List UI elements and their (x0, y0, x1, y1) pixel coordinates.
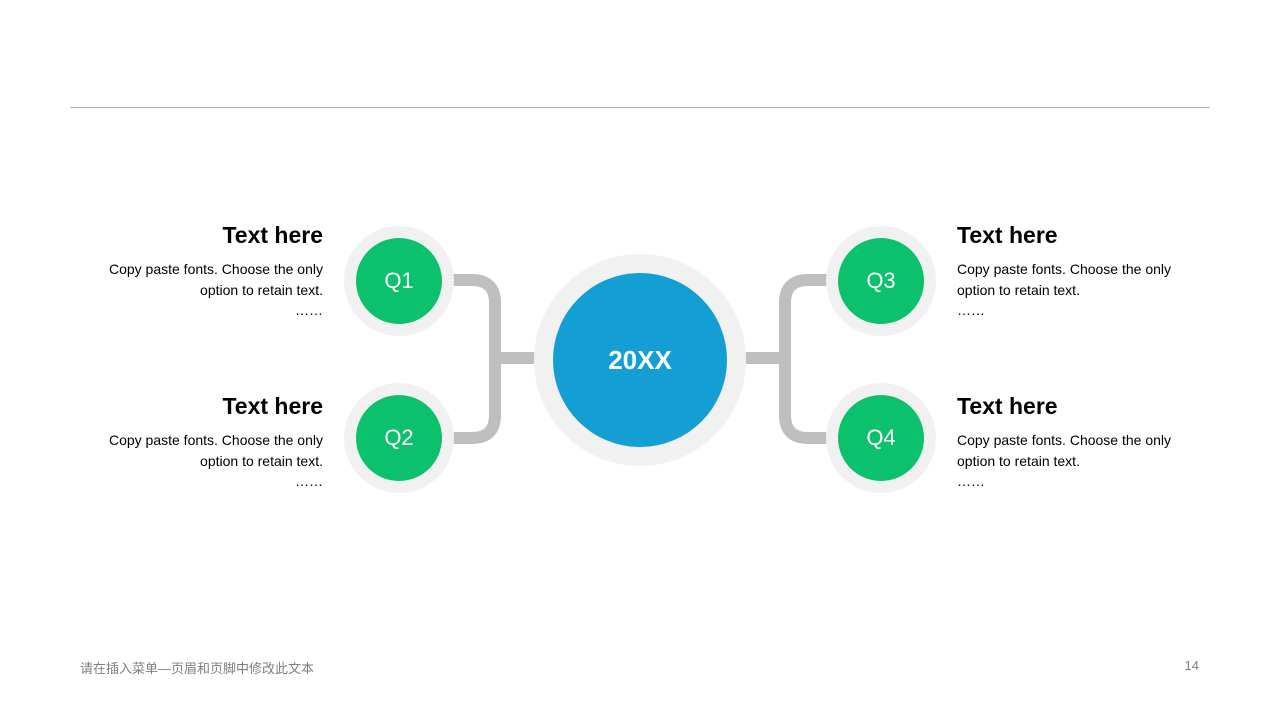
q1-heading: Text here (222, 222, 323, 248)
q4-body-line1: Copy paste fonts. Choose the only (957, 432, 1172, 448)
q2-node: Q2 (356, 395, 442, 481)
q1-node: Q1 (356, 238, 442, 324)
page-number: 14 (1184, 658, 1199, 673)
q4-body-line2: option to retain text. (957, 453, 1080, 469)
q1-node-label: Q1 (384, 268, 414, 293)
q4-heading: Text here (957, 393, 1058, 419)
q3-text-block: Text here Copy paste fonts. Choose the o… (957, 221, 1197, 317)
footer-text: 请在插入菜单—页眉和页脚中修改此文本 (80, 661, 315, 676)
q4-node-label: Q4 (866, 425, 896, 450)
connector-q2 (453, 358, 501, 444)
connector-q4 (779, 358, 827, 444)
q3-node-label: Q3 (866, 268, 896, 293)
q2-text-block: Text here Copy paste fonts. Choose the o… (83, 392, 323, 488)
center-node: 20XX (553, 273, 727, 447)
q4-ellipsis: …… (957, 473, 985, 489)
connector-q1 (453, 274, 501, 358)
q3-node: Q3 (838, 238, 924, 324)
q2-node-label: Q2 (384, 425, 414, 450)
q1-body-line2: option to retain text. (200, 282, 323, 298)
q2-body-line1: Copy paste fonts. Choose the only (108, 432, 323, 448)
header-divider (70, 107, 1210, 108)
q1-body-line1: Copy paste fonts. Choose the only (108, 261, 323, 277)
center-node-label: 20XX (608, 344, 672, 375)
q2-heading: Text here (222, 393, 323, 419)
q1-ellipsis: …… (295, 302, 323, 318)
q3-body-line2: option to retain text. (957, 282, 1080, 298)
q3-heading: Text here (957, 222, 1058, 248)
q2-body-line2: option to retain text. (200, 453, 323, 469)
q4-text-block: Text here Copy paste fonts. Choose the o… (957, 392, 1197, 488)
q4-node: Q4 (838, 395, 924, 481)
q2-ellipsis: …… (295, 473, 323, 489)
q1-text-block: Text here Copy paste fonts. Choose the o… (83, 221, 323, 317)
connector-q3 (779, 274, 827, 358)
q3-body-line1: Copy paste fonts. Choose the only (957, 261, 1172, 277)
q3-ellipsis: …… (957, 302, 985, 318)
